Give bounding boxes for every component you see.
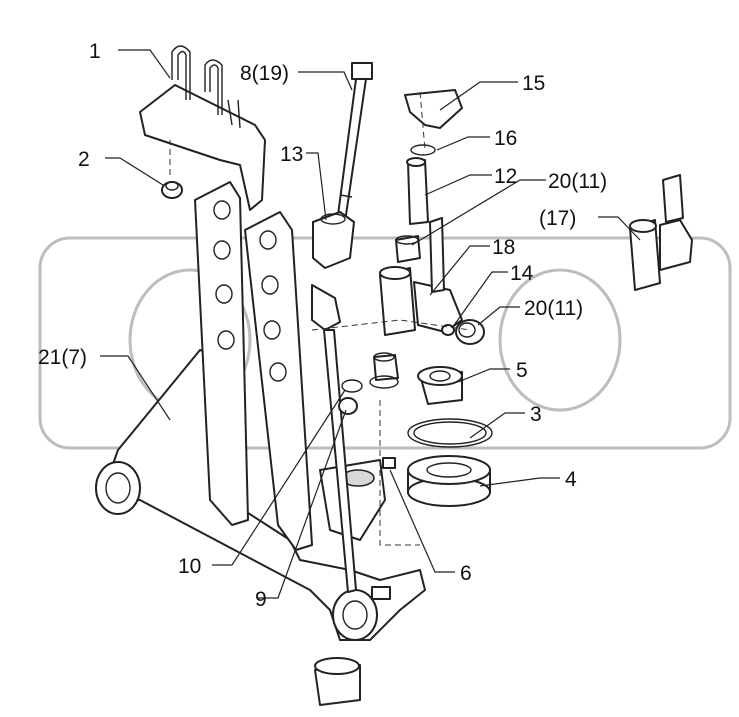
part-20-upper-bushing [395, 235, 421, 263]
label-9: 9 [255, 588, 267, 611]
label-2: 2 [78, 148, 90, 171]
assembly-guidelines [169, 91, 471, 546]
part-4-bearing [407, 455, 491, 507]
label-12: 12 [494, 165, 517, 188]
label-20-upper: 20(11) [548, 170, 607, 193]
label-6: 6 [460, 562, 472, 585]
part-3-circlip [407, 418, 493, 448]
label-18: 18 [492, 236, 515, 259]
label-21: 21(7) [38, 346, 87, 369]
part-16-ring [410, 144, 436, 156]
bottom-bushing [314, 657, 361, 706]
label-17: (17) [539, 207, 576, 230]
vertical-shaft [323, 329, 357, 593]
left-plate [194, 181, 249, 526]
label-13: 13 [280, 143, 303, 166]
leader-lines [100, 49, 641, 599]
label-15: 15 [522, 72, 545, 95]
part-2-nut [161, 181, 183, 199]
label-16: 16 [494, 127, 517, 150]
part-labels: 1 2 8(19) 13 15 16 12 20(11) (17) 18 14 … [38, 40, 607, 611]
part-18-lever [379, 217, 463, 336]
label-1: 1 [89, 40, 101, 63]
label-14: 14 [510, 262, 534, 285]
part-1-u-bolts [139, 45, 266, 211]
part-15-clip [404, 89, 463, 129]
part-13-block [312, 211, 355, 269]
label-10: 10 [178, 555, 201, 578]
right-plate [244, 211, 341, 551]
label-5: 5 [516, 359, 528, 382]
label-3: 3 [530, 403, 542, 426]
part-12-pin [406, 157, 429, 225]
small-bushing [369, 352, 399, 389]
part-8-long-bolt [337, 62, 373, 216]
part-20-lower-bushing [455, 319, 485, 345]
label-20-lower: 20(11) [524, 297, 583, 320]
label-8: 8(19) [240, 62, 289, 85]
part-5-bushing [417, 366, 463, 405]
part-9-washer [338, 397, 358, 415]
part-6-grease-nipple [382, 457, 396, 469]
part-10-washer [341, 379, 363, 393]
part-17-lever [629, 174, 693, 291]
label-4: 4 [565, 468, 577, 491]
